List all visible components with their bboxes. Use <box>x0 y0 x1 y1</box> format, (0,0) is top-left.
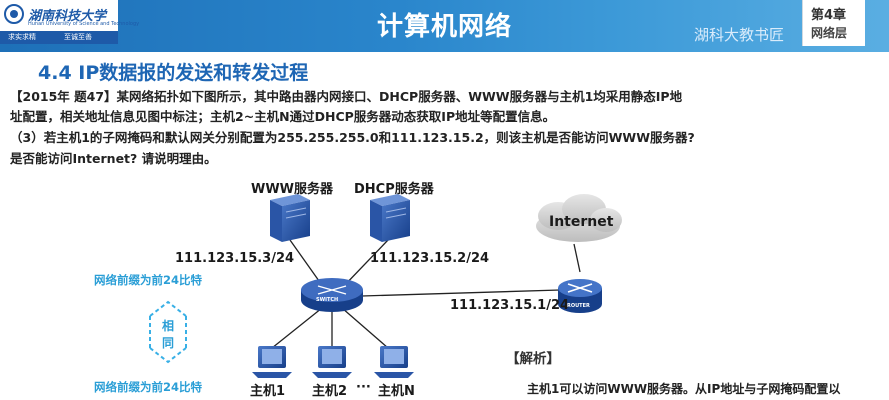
prefix-note-bottom: 网络前缀为前24比特 <box>94 380 203 394</box>
host2-label: 主机2 <box>312 384 348 399</box>
host1-label: 主机1 <box>250 384 286 399</box>
motto-right: 至诚至善 <box>64 33 92 41</box>
seal-icon <box>4 4 24 24</box>
router-icon <box>558 279 602 313</box>
question-line-2: 址配置，相关地址信息见图中标注；主机2~主机N通过DHCP服务器动态获取IP地址… <box>10 109 556 124</box>
switch-label: SWITCH <box>316 297 339 303</box>
analysis-text: 主机1可以访问WWW服务器。从IP地址与子网掩码配置以 <box>527 382 841 396</box>
university-name-en: Hunan University of Science and Technolo… <box>28 21 140 27</box>
www-server-label: WWW服务器 <box>251 182 334 197</box>
hostN-icon <box>374 346 414 378</box>
chapter-name: 网络层 <box>811 26 848 40</box>
router-ip-label: 111.123.15.1/24 <box>450 298 570 313</box>
slide-header: 湖南科技大学 Hunan University of Science and T… <box>0 0 889 52</box>
same-label-2: 同 <box>162 336 175 350</box>
host1-icon <box>252 346 292 378</box>
internet-cloud-icon <box>536 194 622 242</box>
analysis-title: 【解析】 <box>506 351 560 367</box>
question-line-3: （3）若主机1的子网掩码和默认网关分别配置为255.255.255.0和111.… <box>10 130 695 145</box>
question-line-1: 【2015年 题47】某网络拓扑如下图所示，其中路由器内网接口、DHCP服务器、… <box>10 89 683 104</box>
dhcp-server-label: DHCP服务器 <box>354 182 434 197</box>
question-line-4: 是否能访问Internet? 请说明理由。 <box>10 151 217 166</box>
same-label-1: 相 <box>162 319 175 333</box>
author-watermark: 湖科大教书匠 <box>694 26 785 44</box>
chapter-badge: 第4章 网络层 <box>802 0 865 46</box>
same-prefix-arrow-icon <box>149 300 187 364</box>
slide-title: 计算机网络 <box>376 12 512 42</box>
switch-icon <box>301 278 363 312</box>
chapter-number: 第4章 <box>811 8 847 23</box>
university-logo: 湖南科技大学 Hunan University of Science and T… <box>0 0 139 44</box>
internet-label: Internet <box>549 214 614 230</box>
prefix-note-top: 网络前缀为前24比特 <box>94 273 203 287</box>
hostN-label: 主机N <box>378 384 415 399</box>
university-name-cn: 湖南科技大学 <box>28 9 107 24</box>
section-title: 4.4 IP数据报的发送和转发过程 <box>38 62 309 84</box>
router-label: ROUTER <box>567 303 590 309</box>
www-ip-label: 111.123.15.3/24 <box>175 251 295 266</box>
motto-left: 求实求精 <box>8 33 36 41</box>
host-ellipsis: ··· <box>356 380 371 395</box>
dhcp-server-icon <box>370 194 410 242</box>
dhcp-ip-label: 111.123.15.2/24 <box>370 251 490 266</box>
host2-icon <box>312 346 352 378</box>
www-server-icon <box>270 194 310 242</box>
motto-bar: 求实求精 至诚至善 <box>0 31 118 44</box>
